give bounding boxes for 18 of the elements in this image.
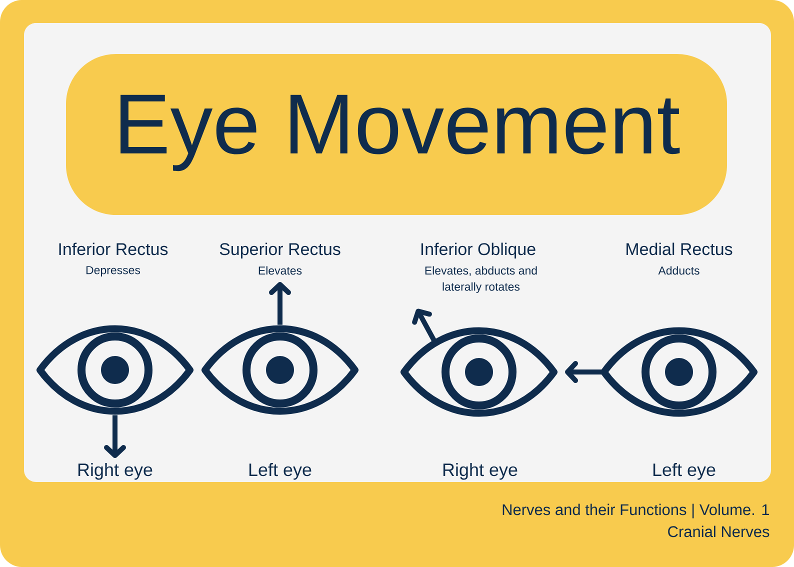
muscle-name: Inferior Oblique xyxy=(421,242,536,259)
movement-description: Elevates, abducts and laterally rotates xyxy=(425,266,537,294)
muscle-name: Superior Rectus xyxy=(220,242,340,259)
footer-text: Nerves and their Functions | Volume. 1 xyxy=(502,504,769,518)
footer-text: Cranial Nerves xyxy=(668,526,770,538)
eye-side-label: Right eye xyxy=(443,462,518,480)
eye-side-label: Left eye xyxy=(249,462,312,480)
arrow xyxy=(104,415,126,458)
arrow xyxy=(269,282,291,325)
movement-description: Depresses xyxy=(86,266,140,276)
title-banner: Eye Movement xyxy=(66,54,727,215)
eye-side-label: Left eye xyxy=(653,462,716,480)
muscle-name: Medial Rectus xyxy=(626,242,732,256)
eye-side-label: Right eye xyxy=(78,462,152,480)
movement-description: Elevates xyxy=(258,266,302,275)
movement-description: Adducts xyxy=(658,266,700,275)
arrow xyxy=(565,361,604,383)
muscle-name: Inferior Rectus xyxy=(59,242,168,256)
